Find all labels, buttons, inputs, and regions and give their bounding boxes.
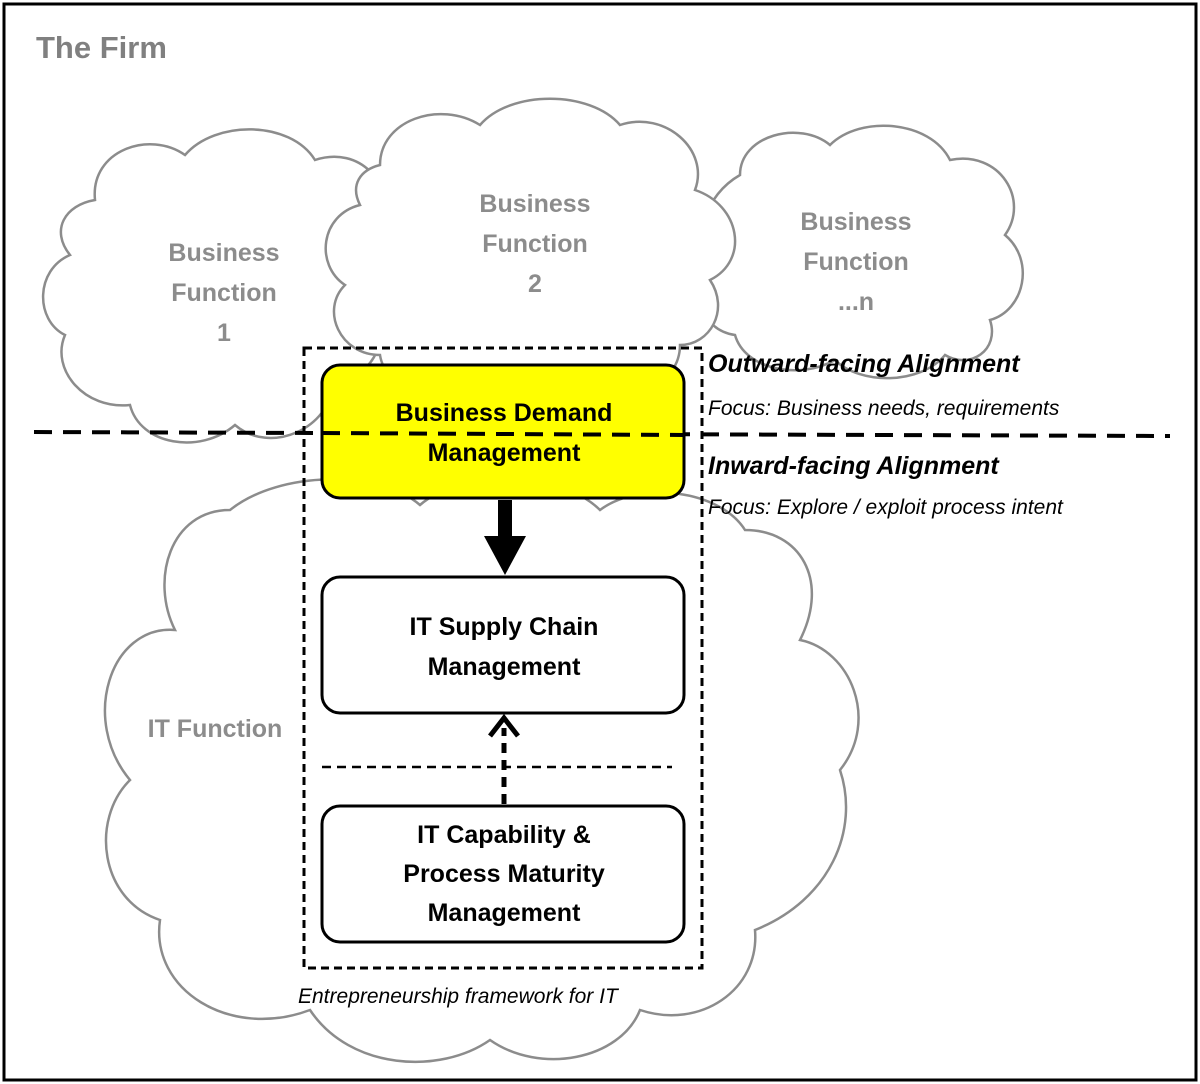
it-capability-box: IT Capability & Process Maturity Managem… — [320, 804, 686, 944]
svg-text:2: 2 — [528, 270, 542, 298]
svg-text:IT Supply Chain: IT Supply Chain — [410, 613, 599, 641]
svg-text:Management: Management — [428, 439, 581, 467]
svg-text:Management: Management — [428, 653, 581, 681]
business-function-2-label: Business Function 2 — [479, 190, 590, 298]
it-function-label: IT Function — [148, 715, 283, 743]
svg-text:Management: Management — [428, 899, 581, 927]
svg-text:Business Demand: Business Demand — [396, 399, 613, 427]
svg-text:Business: Business — [168, 239, 279, 267]
inward-alignment-focus: Focus: Explore / exploit process intent — [708, 496, 1064, 519]
business-function-1-label: Business Function 1 — [168, 239, 279, 347]
framework-caption: Entrepreneurship framework for IT — [298, 985, 620, 1008]
demand-to-supply-arrow — [484, 500, 526, 575]
inward-alignment-title: Inward-facing Alignment — [708, 452, 1000, 480]
outward-alignment-focus: Focus: Business needs, requirements — [708, 397, 1060, 420]
svg-text:Function: Function — [803, 248, 909, 276]
svg-text:Business: Business — [800, 208, 911, 236]
svg-text:Process Maturity: Process Maturity — [403, 860, 605, 888]
outward-alignment-title: Outward-facing Alignment — [708, 350, 1021, 378]
svg-text:IT Capability &: IT Capability & — [417, 821, 591, 849]
firm-title: The Firm — [36, 30, 167, 65]
it-function-cloud — [103, 478, 860, 1064]
svg-text:...n: ...n — [838, 288, 874, 316]
it-supply-chain-box: IT Supply Chain Management — [320, 575, 686, 715]
business-demand-box: Business Demand Management — [320, 363, 686, 500]
svg-text:Business: Business — [479, 190, 590, 218]
svg-text:Function: Function — [171, 279, 277, 307]
capability-to-supply-arrow — [488, 713, 520, 804]
svg-text:Function: Function — [482, 230, 588, 258]
framework-boundary — [302, 346, 704, 970]
business-function-n-label: Business Function ...n — [800, 208, 911, 316]
svg-text:1: 1 — [217, 319, 231, 347]
